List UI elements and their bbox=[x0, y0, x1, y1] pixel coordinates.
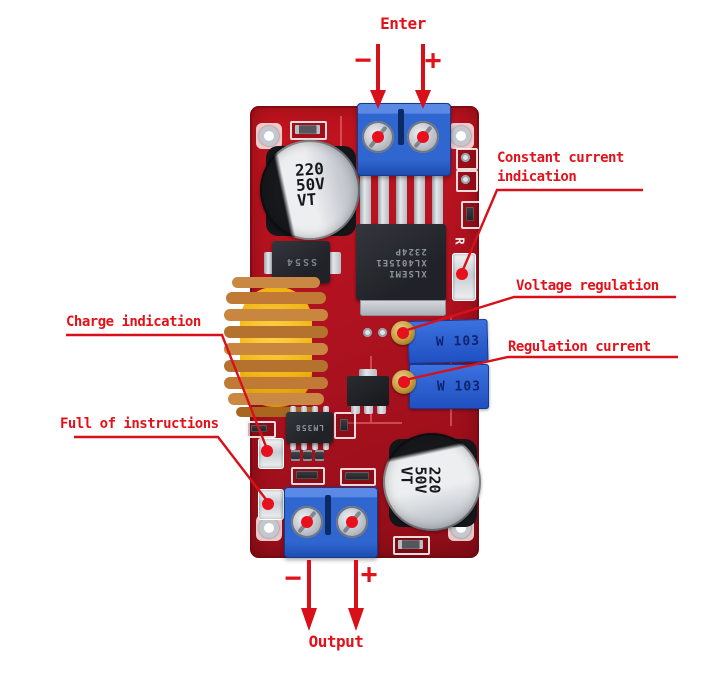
voltage-pot-label: W 103 bbox=[435, 333, 481, 350]
ic-lead bbox=[432, 172, 443, 228]
inductor-winding bbox=[224, 277, 328, 417]
smd-resistor bbox=[295, 125, 320, 134]
callout-line-full-instructions bbox=[74, 435, 269, 503]
input-terminal-screw-minus bbox=[362, 121, 394, 153]
ic-lead bbox=[360, 172, 371, 228]
transistor-lead bbox=[364, 404, 373, 414]
sense-resistor-outline bbox=[291, 467, 325, 485]
ic-lead bbox=[396, 172, 407, 228]
input-label: Enter bbox=[380, 14, 426, 33]
input-plus-sign: + bbox=[424, 43, 442, 76]
ic-tab bbox=[360, 300, 446, 316]
resistor-outline bbox=[246, 421, 276, 438]
opamp-lead bbox=[290, 442, 296, 450]
smd-resistor bbox=[466, 207, 474, 221]
input-capacitor: 220 50V VT bbox=[260, 140, 360, 240]
opamp-label: LM358 bbox=[294, 423, 325, 432]
current-pot-label: W 103 bbox=[436, 379, 481, 394]
transistor-lead bbox=[351, 404, 360, 414]
ic-label: XLSEMI XL4015E1 2324P bbox=[375, 246, 427, 279]
ic-lead bbox=[378, 172, 389, 228]
xl4015-ic: XLSEMI XL4015E1 2324P bbox=[356, 224, 446, 300]
opamp-lead bbox=[312, 442, 318, 450]
charge-indicator-led bbox=[258, 438, 284, 469]
transistor-lead bbox=[377, 404, 386, 414]
diode-lead bbox=[264, 252, 274, 274]
resistor-outline bbox=[393, 536, 430, 555]
sense-resistor-outline bbox=[340, 468, 376, 486]
smd-capacitor bbox=[291, 450, 300, 461]
diode-lead bbox=[328, 252, 341, 274]
pad-hole bbox=[461, 153, 470, 162]
spare-pad bbox=[456, 148, 478, 170]
output-terminal-screw-minus bbox=[291, 506, 323, 538]
via bbox=[363, 328, 372, 337]
hole-ring bbox=[259, 126, 279, 146]
callout-constant-current: Constant current indication bbox=[497, 150, 624, 185]
callout-full-instructions: Full of instructions bbox=[60, 416, 219, 432]
callout-regulation-current: Regulation current bbox=[508, 339, 651, 355]
current-pot: W 103 bbox=[409, 364, 489, 409]
output-capacitor: 220 50V VT bbox=[383, 433, 481, 531]
resistor-outline bbox=[461, 201, 481, 229]
opamp-lead bbox=[301, 442, 307, 450]
opamp-lead bbox=[301, 406, 307, 414]
capacitor-label: 220 50V VT bbox=[397, 466, 444, 494]
output-terminal-screw-plus bbox=[336, 506, 368, 538]
current-pot-screw bbox=[392, 370, 416, 394]
terminal-slot bbox=[325, 495, 331, 535]
smd-resistor bbox=[398, 540, 423, 549]
output-plus-arrowhead bbox=[348, 608, 364, 631]
resistor-outline bbox=[290, 121, 327, 140]
mounting-hole bbox=[448, 123, 474, 149]
input-minus-sign: − bbox=[354, 43, 372, 76]
opamp-lead bbox=[323, 406, 329, 414]
spare-pad bbox=[456, 170, 478, 192]
hole-ring bbox=[451, 126, 471, 146]
transistor bbox=[347, 376, 389, 406]
constant-current-led bbox=[452, 253, 476, 301]
smd-resistor bbox=[340, 419, 348, 431]
input-terminal-screw-plus bbox=[407, 121, 439, 153]
schottky-diode: SS54 bbox=[272, 241, 330, 283]
silkscreen-trace bbox=[340, 116, 342, 171]
output-plus-sign: + bbox=[360, 557, 378, 590]
r-silkscreen-label: R bbox=[452, 237, 467, 245]
pad-hole bbox=[461, 175, 470, 184]
smd-resistor bbox=[251, 425, 267, 432]
lm358-opamp: LM358 bbox=[286, 412, 333, 443]
full-indicator-led bbox=[258, 489, 284, 520]
output-minus-arrowhead bbox=[301, 608, 317, 631]
transistor-tab bbox=[359, 369, 377, 378]
ic-lead bbox=[414, 172, 425, 228]
hole-ring bbox=[259, 518, 279, 538]
output-label: Output bbox=[308, 632, 364, 651]
callout-charge-indication: Charge indication bbox=[66, 314, 201, 330]
smd-capacitor bbox=[303, 450, 312, 461]
opamp-lead bbox=[312, 406, 318, 414]
voltage-pot: W 103 bbox=[407, 318, 489, 365]
sense-resistor bbox=[296, 471, 318, 479]
silkscreen-trace bbox=[342, 422, 402, 424]
capacitor-label: 220 50V VT bbox=[294, 159, 326, 210]
opamp-lead bbox=[323, 442, 329, 450]
opamp-lead bbox=[290, 406, 296, 414]
sense-resistor bbox=[345, 472, 369, 480]
terminal-slot bbox=[398, 109, 404, 145]
callout-voltage-regulation: Voltage regulation bbox=[516, 278, 659, 294]
via bbox=[378, 328, 387, 337]
callout-line-constant-current bbox=[460, 188, 643, 273]
resistor-outline bbox=[334, 412, 356, 439]
smd-capacitor bbox=[315, 450, 324, 461]
mounting-hole bbox=[256, 123, 282, 149]
voltage-pot-screw bbox=[391, 321, 415, 345]
output-minus-sign: − bbox=[284, 561, 302, 594]
